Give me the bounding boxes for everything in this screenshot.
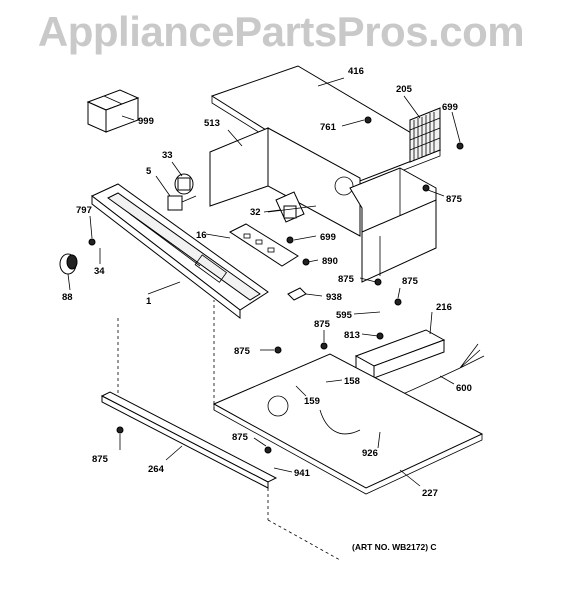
part-side-panel: [361, 199, 437, 283]
callout-797: 797: [76, 205, 92, 216]
callout-941: 941: [294, 468, 311, 479]
part-box: [86, 89, 140, 133]
callout-875: 875: [446, 194, 463, 205]
callout-1: 1: [146, 296, 152, 307]
callout-labels: 416 205 699 999 513 761 33 5 875 797 32 …: [62, 66, 472, 499]
callout-32: 32: [250, 207, 261, 218]
part-knob: [59, 253, 78, 275]
part-clip: [287, 287, 307, 301]
callout-34: 34: [94, 266, 105, 277]
art-number: (ART NO. WB2172) C: [352, 542, 437, 552]
callout-513: 513: [204, 118, 220, 129]
callout-875: 875: [234, 346, 251, 357]
callout-216: 216: [436, 302, 452, 313]
screws: [88, 116, 464, 454]
alignment-lines: [117, 300, 341, 561]
leader-lines: [67, 77, 461, 487]
callout-600: 600: [456, 383, 472, 394]
callout-205: 205: [396, 84, 413, 95]
callout-938: 938: [326, 292, 342, 303]
part-trim-strip: [100, 391, 278, 489]
callout-699: 699: [442, 102, 458, 113]
callout-926: 926: [362, 448, 378, 459]
part-control-panel: [91, 183, 269, 320]
callout-88: 88: [62, 292, 73, 303]
callout-890: 890: [322, 256, 338, 267]
callout-875: 875: [402, 276, 419, 287]
callout-5: 5: [146, 166, 152, 177]
callout-999: 999: [138, 116, 154, 127]
part-vent-grille: [409, 107, 441, 163]
callout-875: 875: [232, 432, 249, 443]
part-junction-box: [354, 329, 446, 379]
part-switch: [167, 173, 197, 211]
callout-159: 159: [304, 396, 320, 407]
callout-875: 875: [314, 319, 331, 330]
callout-699: 699: [320, 232, 336, 243]
callout-227: 227: [422, 488, 438, 499]
watermark: AppliancePartsPros.com: [37, 8, 525, 55]
part-module: [267, 191, 317, 223]
part-control-board: [228, 223, 299, 267]
callout-416: 416: [348, 66, 364, 77]
callout-595: 595: [336, 310, 353, 321]
callout-813: 813: [344, 330, 360, 341]
part-bottom-plate: [212, 353, 484, 495]
callout-158: 158: [344, 376, 360, 387]
callout-16: 16: [196, 230, 207, 241]
callout-264: 264: [148, 464, 165, 475]
callout-875: 875: [92, 454, 109, 465]
callout-33: 33: [162, 150, 173, 161]
callout-761: 761: [320, 122, 337, 133]
callout-875: 875: [338, 274, 355, 285]
